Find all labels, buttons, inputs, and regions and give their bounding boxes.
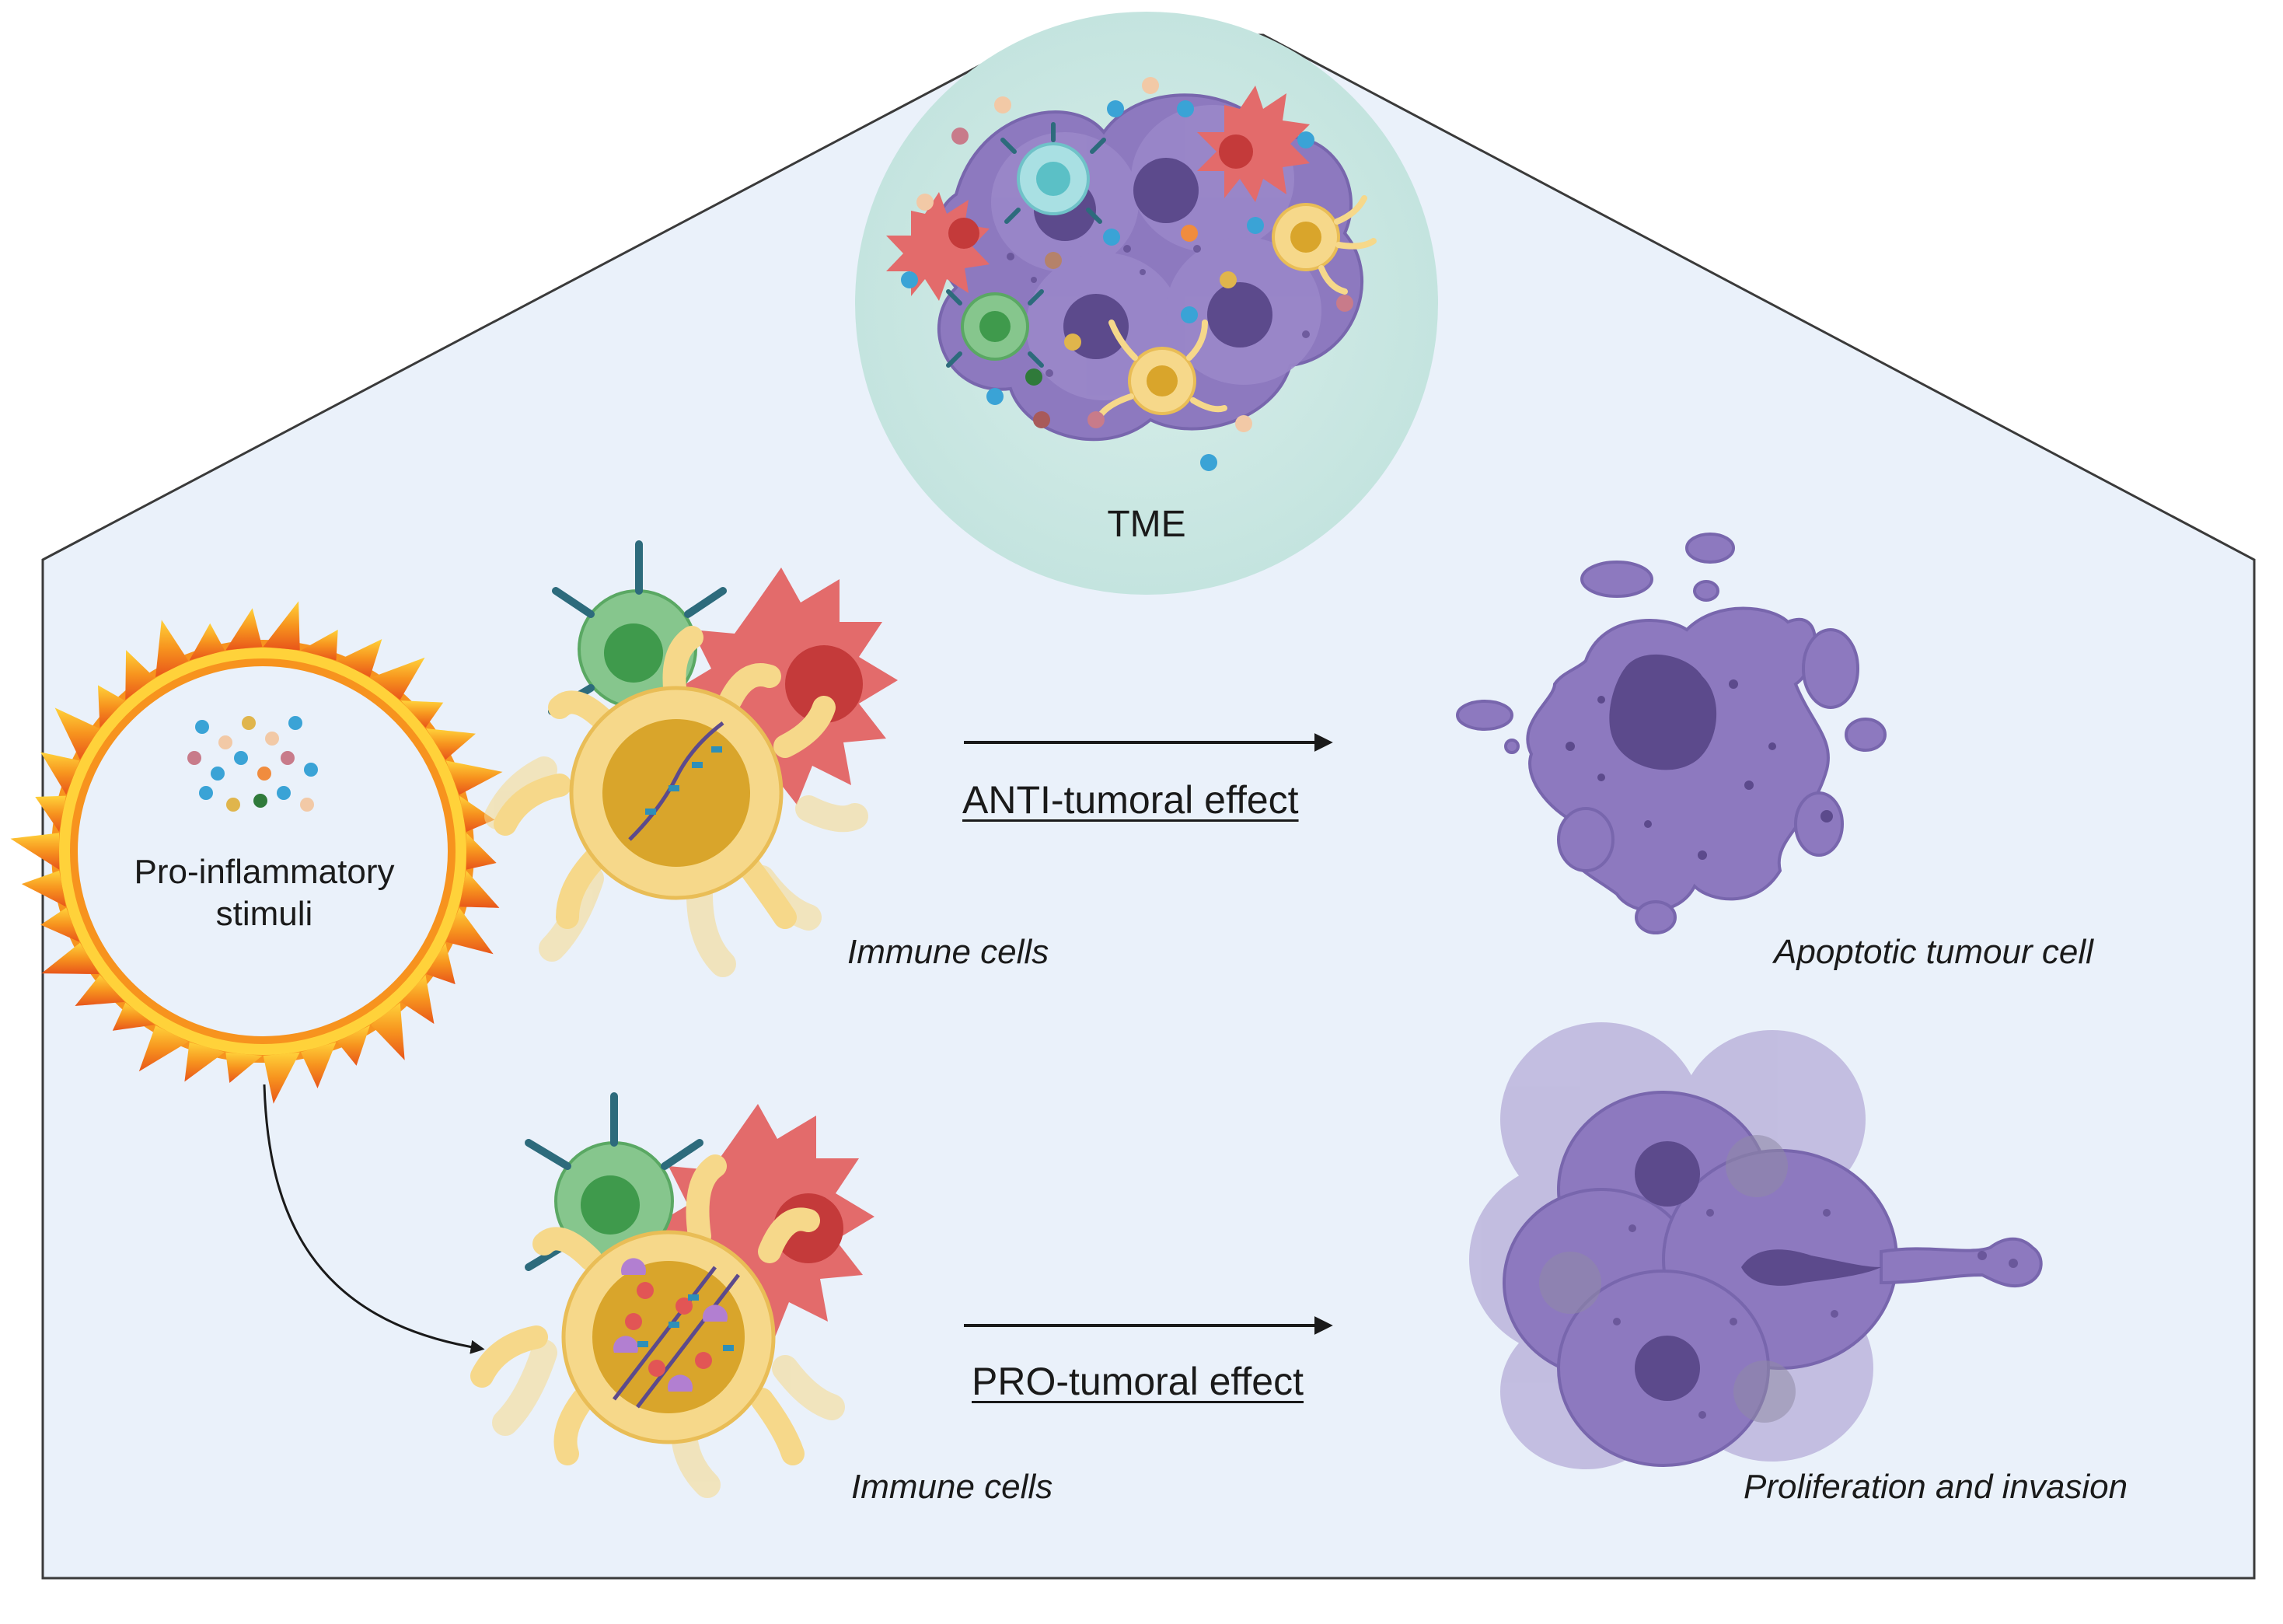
flame-tongue xyxy=(400,974,435,1025)
apoptotic-tumour-cell-label: Apoptotic tumour cell xyxy=(1774,933,2093,971)
flame-tongue xyxy=(10,833,60,870)
stimuli-label: Pro-inflammatory stimuli xyxy=(117,851,412,935)
flame-tongue xyxy=(189,623,225,661)
apoptotic-tumour-cell xyxy=(1456,533,1887,934)
flame-tongue xyxy=(40,752,80,795)
flame-tongue xyxy=(40,907,80,942)
proliferating-tumour-cluster xyxy=(1469,1022,2043,1469)
flame-tongue xyxy=(41,942,99,974)
flame-tongue xyxy=(21,870,66,907)
flame-tongue xyxy=(300,1042,337,1088)
flame-tongue xyxy=(97,685,125,728)
dendritic-cell xyxy=(1097,320,1227,419)
tumour-nucleus xyxy=(1133,158,1199,223)
t-cell xyxy=(946,289,1044,368)
flame-tongue xyxy=(263,1052,300,1104)
flame-tongue xyxy=(400,700,444,728)
flame-tongue xyxy=(300,629,338,661)
tme-cluster: TME xyxy=(855,12,1438,595)
flame-tongue xyxy=(155,620,189,678)
t-cell xyxy=(1000,122,1106,224)
flame-tongue xyxy=(35,795,66,833)
flame-tongue xyxy=(263,601,300,651)
dendritic-cell xyxy=(484,626,868,977)
stimuli-dots xyxy=(187,716,318,812)
flame-tongue xyxy=(445,760,503,795)
tumour-nucleus xyxy=(1207,282,1272,348)
pro-tumoral-label: PRO-tumoral effect xyxy=(972,1360,1304,1403)
flame-tongue xyxy=(54,707,99,760)
dendritic-cell xyxy=(1272,195,1377,295)
flame-tongue xyxy=(459,870,500,908)
cytokine-dots xyxy=(901,77,1353,471)
flame-tongue xyxy=(225,608,263,651)
fire-ring xyxy=(10,601,503,1104)
flame-tongue xyxy=(75,974,125,1007)
flame-tongue xyxy=(138,1025,189,1072)
immune-cluster-top xyxy=(484,540,898,977)
immune-cells-label-bottom: Immune cells xyxy=(851,1468,1053,1506)
flame-tongue xyxy=(337,639,382,678)
tme-label: TME xyxy=(1107,504,1185,545)
t-cell xyxy=(525,1092,703,1271)
flame-tongue xyxy=(459,795,495,833)
flame-tongue xyxy=(426,942,456,985)
flame-tongue xyxy=(112,1002,155,1031)
anti-tumoral-label: ANTI-tumoral effect xyxy=(962,778,1299,822)
immune-cells-label-top: Immune cells xyxy=(847,933,1049,971)
immune-cluster-bottom xyxy=(470,1092,874,1498)
macrophage-cell xyxy=(1197,86,1310,202)
stimuli-label-line1: Pro-inflammatory xyxy=(134,853,395,891)
stimuli-label-line2: stimuli xyxy=(215,895,313,933)
dendritic-cell xyxy=(470,1154,845,1498)
proliferation-invasion-label: Proliferation and invasion xyxy=(1744,1468,2128,1506)
flame-tongue xyxy=(125,650,155,700)
flame-tongue xyxy=(370,657,425,700)
arrow-stimuli-to-immune xyxy=(263,1084,485,1354)
flame-tongue xyxy=(225,1052,263,1083)
flame-tongue xyxy=(337,1025,370,1066)
flame-tongue xyxy=(445,907,494,955)
flame-tongue xyxy=(184,1042,225,1082)
flame-tongue xyxy=(370,1002,405,1060)
flame-tongue xyxy=(466,833,497,870)
flame-tongue xyxy=(426,728,476,760)
